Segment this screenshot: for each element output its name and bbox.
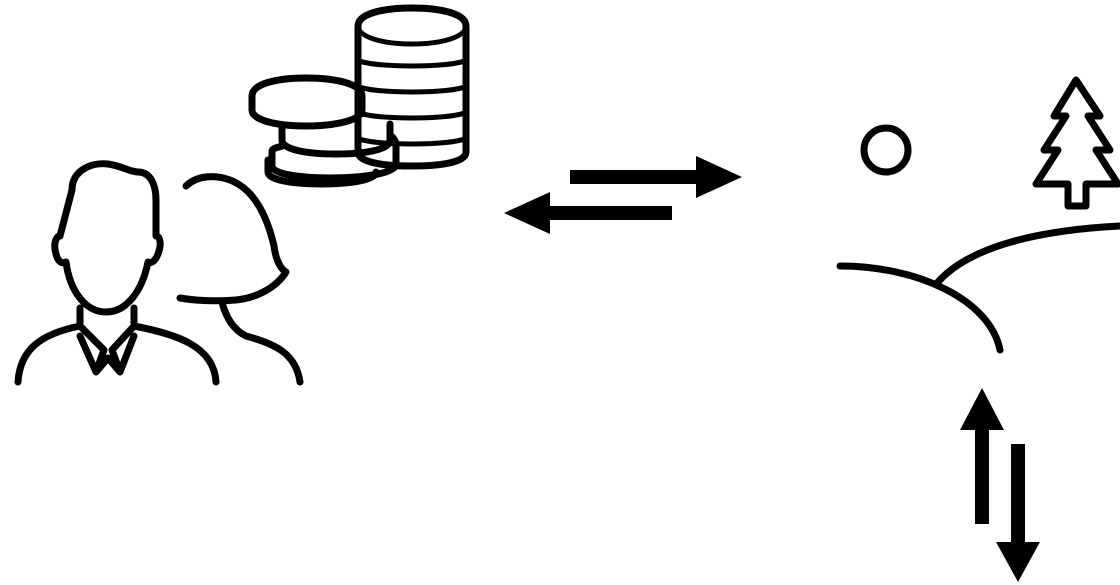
tall-stack-outline	[354, 4, 470, 170]
woman-hair	[176, 173, 290, 305]
hill-far	[934, 222, 1120, 286]
hill-near	[836, 262, 1004, 354]
man-collar	[76, 322, 138, 376]
arrow-down-shaft	[1011, 444, 1025, 548]
arrow-left-shaft	[546, 206, 672, 220]
bidirectional-vertical-arrows-icon	[960, 388, 1040, 582]
arrow-up-head	[960, 388, 1004, 430]
tall-stack-top	[355, 25, 469, 47]
bidirectional-horizontal-arrows-icon	[504, 156, 742, 234]
people-icon	[14, 160, 304, 386]
coin-mid-1	[278, 120, 394, 158]
coin-stack-icon	[248, 4, 470, 188]
man-shoulders	[14, 322, 220, 386]
coin-top	[248, 74, 366, 130]
arrow-left-head	[504, 192, 550, 234]
arrow-right-shaft	[570, 170, 700, 184]
arrow-right-head	[696, 156, 742, 198]
coin-bottom	[264, 156, 380, 188]
man-head	[51, 160, 164, 316]
arrow-up-shaft	[975, 428, 989, 524]
pine-tree-icon	[1032, 76, 1120, 210]
tall-stack-rings	[355, 57, 469, 147]
sun-icon	[860, 124, 912, 176]
arrow-down-head	[996, 542, 1040, 582]
woman-shoulder	[218, 298, 304, 386]
landscape-icon	[836, 76, 1120, 354]
